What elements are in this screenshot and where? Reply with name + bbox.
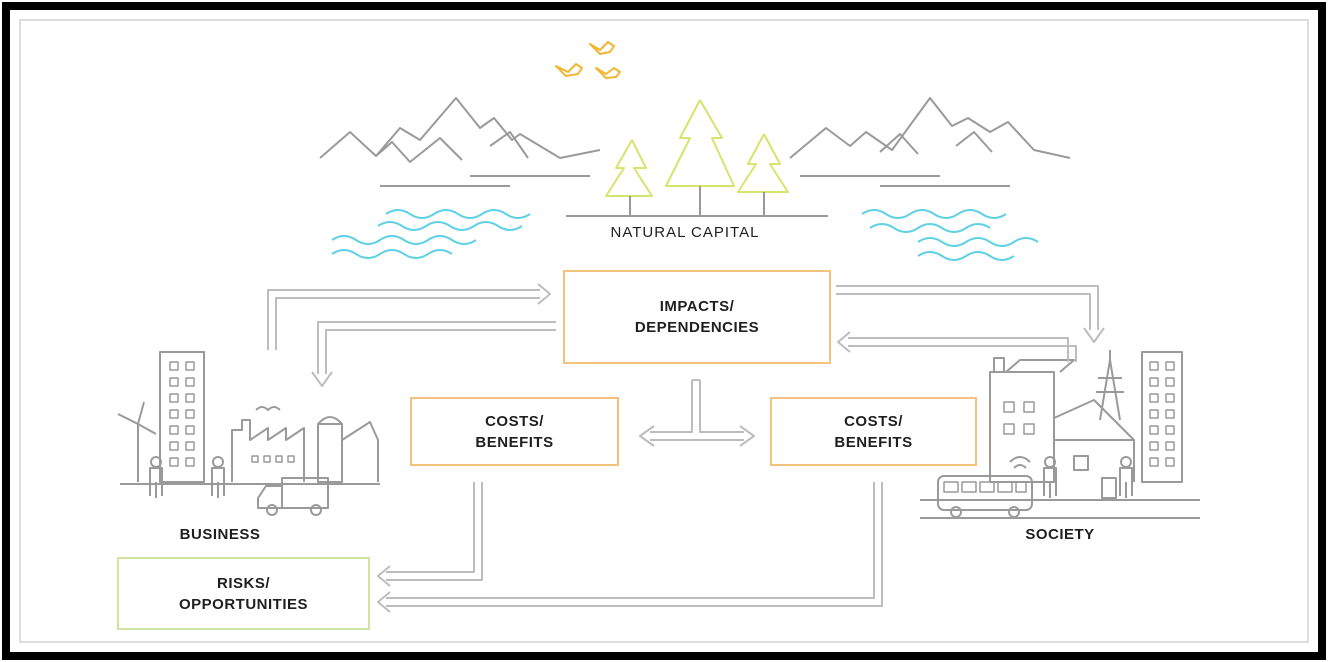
costs-benefits-left-text: COSTS/ BENEFITS (475, 412, 554, 451)
natural-capital-label: NATURAL CAPITAL (610, 224, 760, 241)
tree-trunks (629, 186, 765, 216)
arrow-impacts-to-society (836, 285, 1099, 330)
business-label: BUSINESS (179, 526, 261, 543)
arrow-costs-left-to-risks (386, 482, 483, 581)
business-illustration (117, 351, 380, 516)
birds-icon (555, 41, 621, 79)
costs-benefits-right-text: COSTS/ BENEFITS (834, 412, 913, 451)
risks-opportunities-box: RISKS/ OPPORTUNITIES (117, 557, 370, 630)
costs-benefits-left-box: COSTS/ BENEFITS (410, 397, 619, 466)
arrows (267, 283, 1105, 613)
ground-lines (380, 175, 1010, 217)
mountains-right-icon (789, 97, 1071, 159)
water-right-icon (861, 209, 1039, 261)
trees-icon (605, 99, 789, 197)
society-label: SOCIETY (1025, 526, 1095, 543)
impacts-dependencies-box: IMPACTS/ DEPENDENCIES (563, 270, 831, 364)
arrow-business-to-impacts (267, 289, 540, 350)
arrow-impacts-to-business (317, 321, 556, 374)
impacts-dependencies-text: IMPACTS/ DEPENDENCIES (634, 298, 760, 336)
risks-opportunities-text: RISKS/ OPPORTUNITIES (178, 574, 308, 613)
arrow-society-to-impacts (848, 337, 1077, 362)
water-left-icon (331, 209, 531, 259)
mountains-left-icon (319, 97, 601, 163)
society-illustration (920, 350, 1200, 519)
inner-border (19, 19, 1309, 643)
costs-benefits-right-box: COSTS/ BENEFITS (770, 397, 977, 466)
arrow-costs-right-to-risks (386, 482, 883, 607)
arrow-impacts-split (650, 380, 744, 433)
